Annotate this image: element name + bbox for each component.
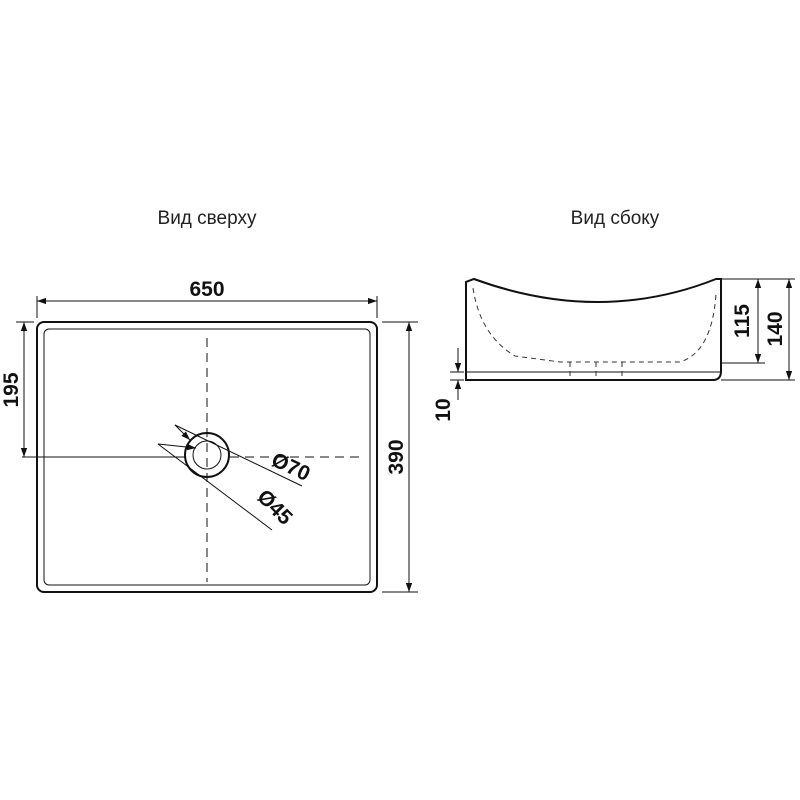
side-view-title: Вид сбоку [571,208,660,229]
outer-diameter-arrow [174,424,191,441]
inner-diameter-arrow [157,443,197,451]
outer-diameter-leader [174,424,303,487]
top-view: 650 390 195 Ø70 Ø45 [0,278,418,593]
top-view-title: Вид сверху [158,208,257,229]
offset-dimension-label: 195 [0,372,23,407]
basin-inner-contour [472,287,717,363]
side-view: 115 140 10 [432,277,795,422]
inner-diameter-label: Ø45 [252,485,297,530]
base-height-label: 10 [432,398,455,421]
basin-side-profile [465,277,722,381]
drain-inner-circle [192,440,222,470]
width-dimension-label: 650 [189,278,224,301]
inner-height-label: 115 [731,304,754,338]
total-height-label: 140 [764,311,787,346]
depth-dimension-label: 390 [385,439,408,474]
inner-diameter-leader [157,443,273,531]
drain-outer-circle [184,432,230,478]
